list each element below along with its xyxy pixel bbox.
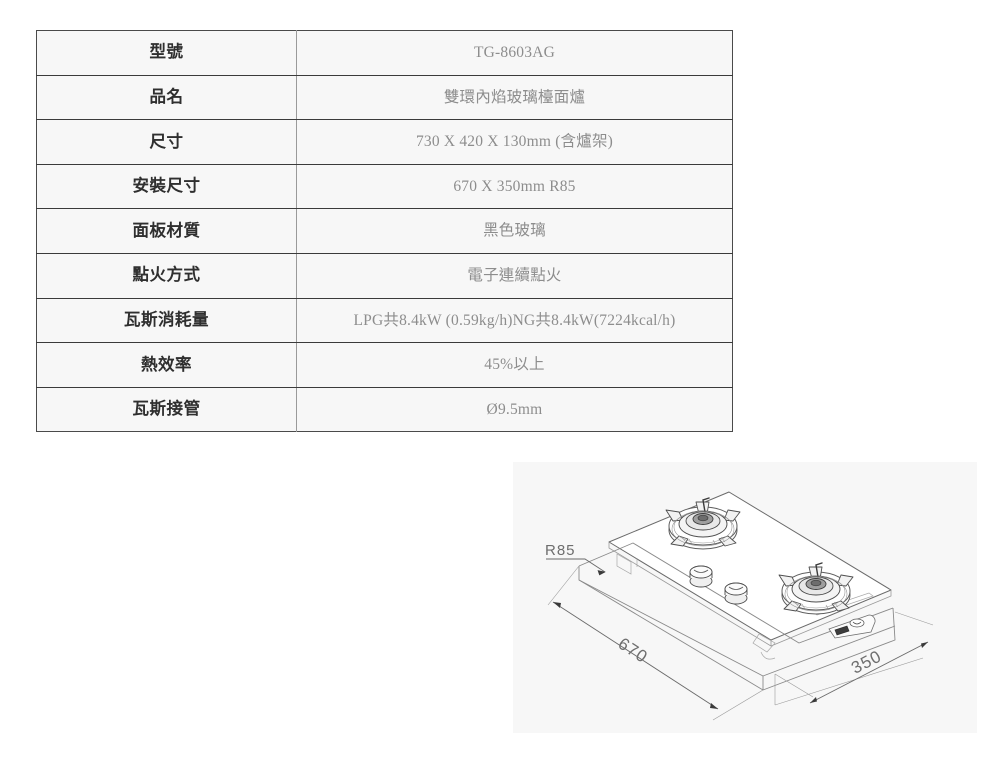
spec-table-body: 型號 TG-8603AG 品名 雙環內焰玻璃檯面爐 尺寸 730 X 420 X… xyxy=(36,30,733,432)
cooktop-diagram-panel: R85 670 350 xyxy=(513,462,977,733)
control-knob-front[interactable] xyxy=(724,582,748,605)
spec-value-ignition-type: 電子連續點火 xyxy=(296,252,733,299)
dimension-label-350: 350 xyxy=(848,647,885,678)
spec-value-size: 730 X 420 X 130mm (含爐架) xyxy=(296,119,733,165)
spec-label-gas-pipe: 瓦斯接管 xyxy=(36,386,297,432)
spec-value-install-size: 670 X 350mm R85 xyxy=(296,163,733,210)
spec-value-model: TG-8603AG xyxy=(296,30,733,76)
spec-label-product-name: 品名 xyxy=(36,74,297,121)
table-row: 安裝尺寸 670 X 350mm R85 xyxy=(36,163,733,210)
spec-label-panel-material: 面板材質 xyxy=(36,208,297,254)
table-row: 熱效率 45%以上 xyxy=(36,342,733,388)
spec-value-panel-material: 黑色玻璃 xyxy=(296,208,733,254)
control-knob-rear[interactable] xyxy=(689,565,713,588)
ignition-switch[interactable] xyxy=(828,614,876,639)
burner-left xyxy=(665,497,741,550)
spec-table: 型號 TG-8603AG 品名 雙環內焰玻璃檯面爐 尺寸 730 X 420 X… xyxy=(36,30,733,433)
spec-table-container: 型號 TG-8603AG 品名 雙環內焰玻璃檯面爐 尺寸 730 X 420 X… xyxy=(36,30,733,433)
spec-value-product-name: 雙環內焰玻璃檯面爐 xyxy=(296,74,733,121)
dimension-r85: R85 xyxy=(545,542,606,576)
spec-label-install-size: 安裝尺寸 xyxy=(36,163,297,210)
spec-value-gas-pipe: Ø9.5mm xyxy=(296,386,733,432)
dimension-label-r85: R85 xyxy=(545,542,576,559)
table-row: 品名 雙環內焰玻璃檯面爐 xyxy=(36,74,733,121)
spec-value-thermal-efficiency: 45%以上 xyxy=(296,342,733,388)
spec-label-thermal-efficiency: 熱效率 xyxy=(36,342,297,388)
spec-label-model: 型號 xyxy=(36,30,297,76)
burner-right xyxy=(778,562,854,615)
table-row: 面板材質 黑色玻璃 xyxy=(36,208,733,254)
spec-label-ignition-type: 點火方式 xyxy=(36,252,297,299)
table-row: 點火方式 電子連續點火 xyxy=(36,252,733,299)
table-row: 瓦斯消耗量 LPG共8.4kW (0.59kg/h)NG共8.4kW(7224k… xyxy=(36,297,733,344)
table-row: 尺寸 730 X 420 X 130mm (含爐架) xyxy=(36,119,733,165)
spec-label-gas-consumption: 瓦斯消耗量 xyxy=(36,297,297,344)
spec-value-gas-consumption: LPG共8.4kW (0.59kg/h)NG共8.4kW(7224kcal/h) xyxy=(296,297,733,344)
table-row: 瓦斯接管 Ø9.5mm xyxy=(36,386,733,432)
cooktop-technical-drawing: R85 670 350 xyxy=(545,491,934,721)
spec-label-size: 尺寸 xyxy=(36,119,297,165)
table-row: 型號 TG-8603AG xyxy=(36,30,733,76)
